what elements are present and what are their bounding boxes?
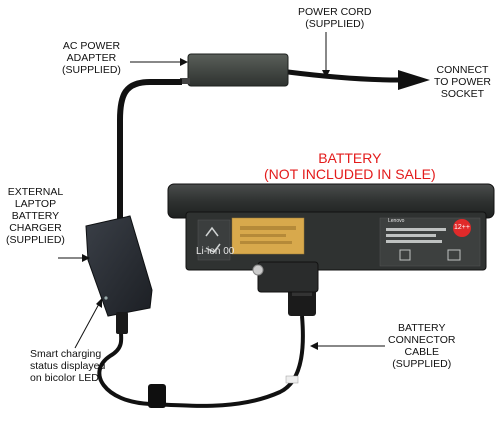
ac-adapter	[188, 54, 288, 86]
led-pointer	[75, 302, 100, 348]
battery-brand-text: Lenovo	[388, 218, 404, 224]
power-cord-label: POWER CORD (SUPPLIED)	[298, 6, 372, 30]
battery-chemistry-text: Li-ion 00	[196, 246, 234, 258]
connect-socket-label: CONNECT TO POWER SOCKET	[434, 64, 491, 100]
external-charger	[86, 216, 152, 316]
battery-button	[253, 265, 263, 275]
bicolor-led-icon	[104, 296, 107, 299]
connector-cable	[99, 314, 303, 406]
voltage-badge-text: 12++	[454, 223, 470, 232]
ac-adapter-label: AC POWER ADAPTER (SUPPLIED)	[62, 40, 121, 76]
battery-pack	[168, 184, 494, 292]
connector-cable-label: BATTERY CONNECTOR CABLE (SUPPLIED)	[388, 322, 455, 370]
socket-arrow-icon	[398, 70, 430, 90]
external-charger-label: EXTERNAL LAPTOP BATTERY CHARGER (SUPPLIE…	[6, 186, 65, 246]
battery-title: BATTERY (NOT INCLUDED IN SALE)	[264, 150, 436, 182]
power-cord	[288, 72, 400, 80]
ferrite-bead	[148, 384, 166, 408]
smart-charging-label: Smart charging status displayed on bicol…	[30, 348, 105, 384]
